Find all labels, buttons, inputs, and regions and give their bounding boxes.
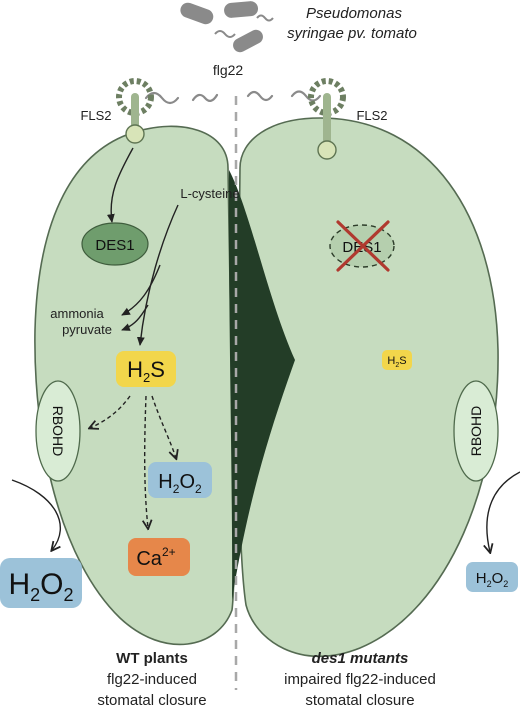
h2o2-label-outer-right: H2O2 [476, 570, 509, 589]
rbohd-left [35, 380, 81, 482]
caption-right-line2: stomatal closure [305, 692, 415, 709]
bacteria-group [180, 1, 274, 53]
fls2-receptor-right [308, 78, 346, 160]
caption-right-title: des1 mutants [311, 650, 409, 667]
arrow-fls2-to-des1 [106, 147, 134, 223]
l-cysteine-label: L-cysteine [180, 186, 239, 201]
rbohd-label-left: RBOHD [50, 406, 66, 457]
caption-left-title: WT plants [116, 650, 188, 667]
h2o2-box-outer-right [466, 562, 518, 592]
fls2-label-left: FLS2 [80, 108, 111, 123]
bacterium [233, 29, 263, 53]
flg22-peptide [191, 93, 219, 102]
arrow-to-pyruvate [121, 304, 149, 331]
h2o2-label-inner: H2O2 [158, 471, 202, 496]
arrow-h2s-to-h2o2 [151, 395, 176, 458]
fls2-receptor-left [116, 78, 154, 144]
arrow-to-ammonia [121, 264, 161, 316]
flg22-peptide [246, 90, 274, 102]
calcium-box [128, 538, 190, 576]
des1-enzyme [81, 222, 149, 266]
pathogen-name-line1: Pseudomonas [306, 5, 402, 22]
h2s-box [116, 351, 176, 387]
flg22-peptide [144, 91, 180, 105]
h2o2-box-outer-left [0, 558, 82, 608]
fls2-kinase-left [125, 124, 145, 144]
bacterium [180, 2, 214, 25]
h2s-box-small [382, 350, 412, 370]
byproduct-ammonia: ammonia [50, 306, 104, 321]
arrow-cysteine-to-h2s [136, 204, 179, 346]
flagellum [214, 30, 236, 38]
fls2-label-right: FLS2 [356, 108, 387, 123]
cross-stroke [336, 220, 390, 272]
flg22-peptides [144, 90, 322, 105]
deletion-cross [336, 220, 390, 272]
flg22-peptide [290, 90, 322, 102]
caption-left: WT plants flg22-induced stomatal closure [62, 648, 242, 711]
h2o2-label-outer-left: H2O2 [8, 568, 73, 605]
flg22-label: flg22 [213, 62, 244, 78]
arrow-h2s-to-calcium [145, 395, 148, 528]
arrow-rbohd-right-to-h2o2 [487, 471, 520, 552]
rbohd-label-right: RBOHD [468, 406, 484, 457]
flagellum [256, 14, 274, 22]
caption-left-line2: stomatal closure [97, 692, 207, 709]
pathogen-name-line2: syringae pv. tomato [287, 25, 417, 42]
calcium-label: Ca2+ [136, 545, 175, 570]
stomatal-pore [228, 170, 295, 600]
fls2-kinase-right [317, 140, 337, 160]
rbohd-right [453, 380, 499, 482]
caption-left-line1: flg22-induced [106, 671, 198, 688]
caption-right: des1 mutants impaired flg22-induced stom… [260, 648, 460, 711]
arrow-rbohd-left-to-h2o2 [11, 479, 62, 550]
h2s-label-small: H2S [387, 355, 406, 369]
bacterium [224, 1, 259, 18]
byproduct-pyruvate: pyruvate [62, 322, 112, 337]
h2o2-box-inner [148, 462, 212, 498]
h2s-label: H2S [127, 357, 165, 385]
caption-right-line1: impaired flg22-induced [284, 671, 436, 688]
des1-label: DES1 [95, 237, 134, 254]
